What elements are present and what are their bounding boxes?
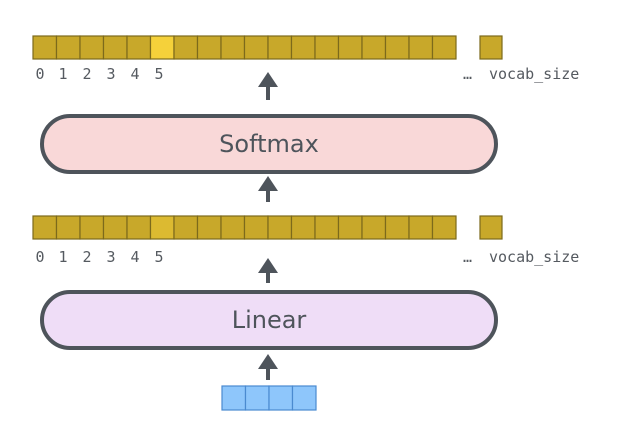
logit-cell [196, 215, 222, 240]
prob-index-2: 2 [82, 65, 91, 83]
logit-cell [267, 215, 293, 240]
logits-vector [32, 215, 503, 240]
prob-cell [337, 35, 363, 60]
prob-cell [102, 35, 128, 60]
prob-cell-last [479, 35, 503, 60]
logit-cell [173, 215, 199, 240]
prob-cell [32, 35, 58, 60]
prob-ellipsis: … [463, 65, 472, 83]
logit-ellipsis: … [463, 248, 472, 266]
logit-cell [314, 215, 340, 240]
logits-vector-labels: 0 1 2 3 4 5 … vocab_size [35, 248, 579, 266]
prob-cell [314, 35, 340, 60]
prob-index-4: 4 [130, 65, 139, 83]
prob-cell [431, 35, 457, 60]
prob-index-0: 0 [35, 65, 44, 83]
logit-cell [102, 215, 128, 240]
logit-cell [55, 215, 81, 240]
logit-index-0: 0 [35, 248, 44, 266]
prob-index-3: 3 [106, 65, 115, 83]
input-cell [221, 385, 247, 411]
prob-cell [267, 35, 293, 60]
logit-cell-last [479, 215, 503, 240]
logit-cell [384, 215, 410, 240]
input-cell [268, 385, 294, 411]
logit-cell [32, 215, 58, 240]
logit-cell [408, 215, 434, 240]
input-cell [244, 385, 270, 411]
prob-cell [149, 35, 175, 60]
softmax-box: Softmax [40, 114, 498, 174]
prob-cell [220, 35, 246, 60]
logit-cell [361, 215, 387, 240]
logit-index-4: 4 [130, 248, 139, 266]
arrow-up-icon [258, 354, 278, 380]
logit-index-5: 5 [154, 248, 163, 266]
logit-cell [220, 215, 246, 240]
logit-index-1: 1 [58, 248, 67, 266]
probability-vector-labels: 0 1 2 3 4 5 … vocab_size [35, 65, 579, 83]
prob-cell [55, 35, 81, 60]
input-vector [221, 385, 317, 411]
logit-cell [431, 215, 457, 240]
prob-index-1: 1 [58, 65, 67, 83]
linear-label: Linear [232, 306, 307, 334]
logit-cell [243, 215, 269, 240]
logit-cell [149, 215, 175, 240]
prob-cell [408, 35, 434, 60]
prob-cell [79, 35, 105, 60]
prob-index-5: 5 [154, 65, 163, 83]
arrow-up-icon [258, 72, 278, 100]
softmax-label: Softmax [219, 130, 319, 158]
prob-cell [173, 35, 199, 60]
logit-cell [290, 215, 316, 240]
logit-last-label: vocab_size [489, 248, 579, 266]
arrow-up-icon [258, 176, 278, 202]
input-cell [291, 385, 317, 411]
probability-vector [32, 35, 503, 60]
prob-cell [361, 35, 387, 60]
logit-index-3: 3 [106, 248, 115, 266]
prob-cell [243, 35, 269, 60]
logit-cell [126, 215, 152, 240]
linear-box: Linear [40, 290, 498, 350]
logit-cell [79, 215, 105, 240]
prob-cell [290, 35, 316, 60]
logit-index-2: 2 [82, 248, 91, 266]
prob-cell [384, 35, 410, 60]
prob-cell [196, 35, 222, 60]
prob-cell [126, 35, 152, 60]
arrow-up-icon [258, 258, 278, 283]
logit-cell [337, 215, 363, 240]
prob-last-label: vocab_size [489, 65, 579, 83]
